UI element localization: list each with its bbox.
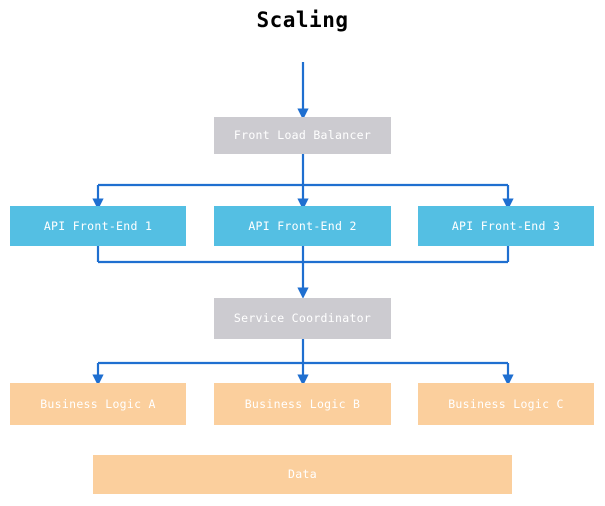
node-api-front-end-2[interactable]: API Front-End 2 bbox=[214, 206, 391, 246]
node-front-load-balancer-label: Front Load Balancer bbox=[233, 128, 372, 143]
node-api-front-end-1-label: API Front-End 1 bbox=[43, 218, 153, 233]
node-api-front-end-2-label: API Front-End 2 bbox=[248, 218, 357, 233]
node-api-front-end-1[interactable]: API Front-End 1 bbox=[10, 206, 186, 246]
node-front-load-balancer[interactable]: Front Load Balancer bbox=[214, 117, 391, 154]
node-service-coordinator[interactable]: Service Coordinator bbox=[214, 298, 391, 339]
node-business-logic-a[interactable]: Business Logic A bbox=[10, 383, 186, 425]
node-data[interactable]: Data bbox=[93, 455, 512, 494]
diagram-title: Scaling bbox=[256, 8, 349, 32]
node-data-label: Data bbox=[288, 467, 317, 482]
node-business-logic-a-label: Business Logic A bbox=[40, 396, 156, 411]
node-api-front-end-3-label: API Front-End 3 bbox=[451, 218, 561, 233]
node-business-logic-b-label: Business Logic B bbox=[244, 396, 361, 411]
node-business-logic-c-label: Business Logic C bbox=[448, 396, 564, 411]
node-service-coordinator-label: Service Coordinator bbox=[233, 311, 372, 326]
node-business-logic-b[interactable]: Business Logic B bbox=[214, 383, 391, 425]
node-business-logic-c[interactable]: Business Logic C bbox=[418, 383, 594, 425]
node-api-front-end-3[interactable]: API Front-End 3 bbox=[418, 206, 594, 246]
